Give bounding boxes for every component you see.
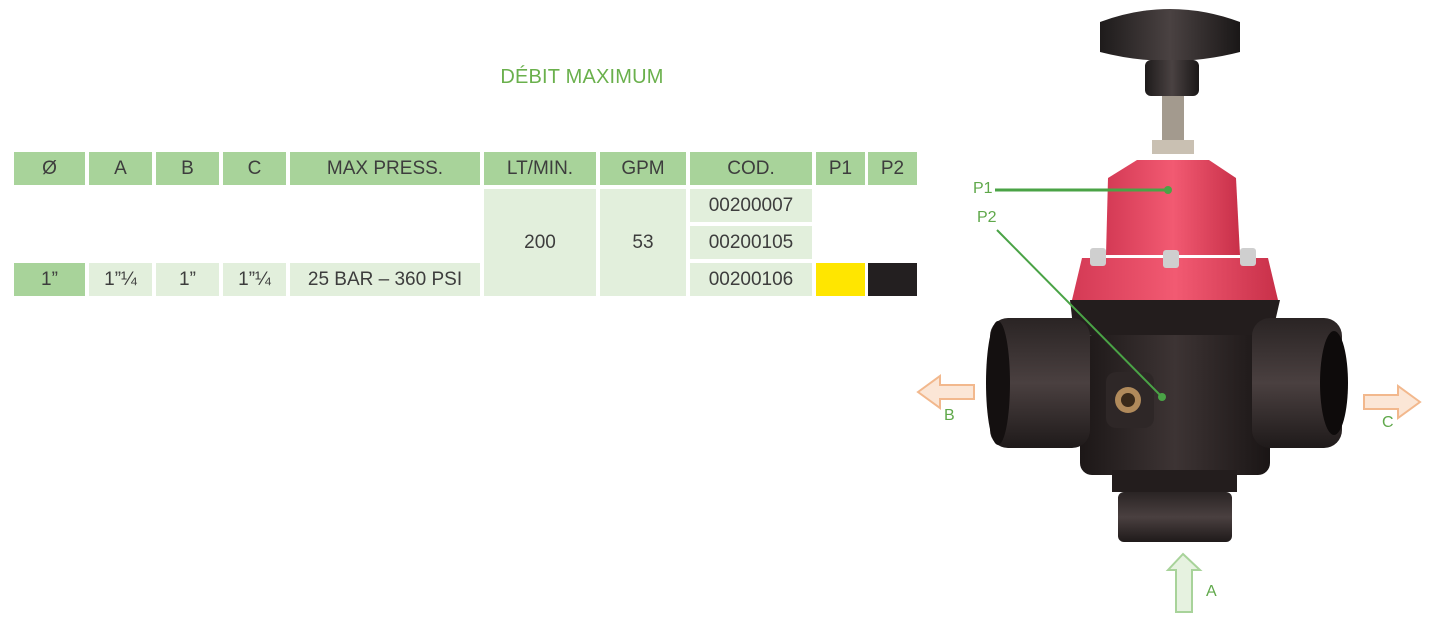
code-cell: 00200007 xyxy=(690,189,812,222)
lt-min-value: 200 xyxy=(484,189,596,296)
gpm-value: 53 xyxy=(600,189,686,296)
header-gpm: GPM xyxy=(600,152,686,185)
bonnet-flange xyxy=(1072,258,1278,300)
label-b: B xyxy=(944,407,955,424)
bottom-port xyxy=(1118,492,1232,542)
header-lt-min: LT/MIN. xyxy=(484,152,596,185)
header-p1: P1 xyxy=(816,152,865,185)
valve-body xyxy=(1080,335,1270,475)
bonnet-top xyxy=(1106,160,1240,255)
code-cell: 00200106 xyxy=(690,263,812,296)
code-cell: 00200105 xyxy=(690,226,812,259)
arrow-b xyxy=(916,374,975,410)
label-c: C xyxy=(1382,414,1394,431)
c-value: 1”¼ xyxy=(223,263,286,296)
nut xyxy=(1152,140,1194,154)
max-press-value: 25 BAR – 360 PSI xyxy=(290,263,480,296)
header-diameter: Ø xyxy=(14,152,85,185)
p1-color-swatch xyxy=(816,263,865,296)
label-p2: P2 xyxy=(977,209,997,226)
diameter-value: 1” xyxy=(14,263,85,296)
label-a: A xyxy=(1206,583,1217,600)
a-value: 1”¼ xyxy=(89,263,152,296)
valve-drawing xyxy=(916,9,1422,613)
header-b: B xyxy=(156,152,219,185)
valve-illustration: P1 P2 B C A xyxy=(900,0,1456,628)
p2-leader-line xyxy=(996,229,1163,398)
left-port xyxy=(990,318,1090,448)
header-p2: P2 xyxy=(868,152,917,185)
arrow-a xyxy=(1165,552,1203,613)
b-value: 1” xyxy=(156,263,219,296)
header-max-press: MAX PRESS. xyxy=(290,152,480,185)
arrow-c xyxy=(1363,384,1422,420)
right-port xyxy=(1252,318,1342,448)
header-a: A xyxy=(89,152,152,185)
knob-stem xyxy=(1145,60,1199,96)
header-c: C xyxy=(223,152,286,185)
header-cod: COD. xyxy=(690,152,812,185)
screw-shaft xyxy=(1162,96,1184,144)
label-p1: P1 xyxy=(973,180,993,197)
section-title: DÉBIT MAXIMUM xyxy=(500,66,664,88)
p2-color-swatch xyxy=(868,263,917,296)
knob-shape xyxy=(1100,9,1240,61)
